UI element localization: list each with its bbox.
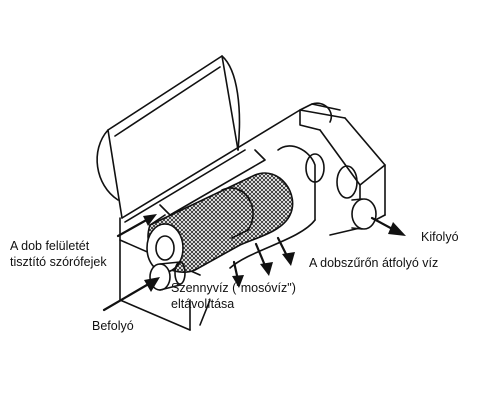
water-flow-arrow-icon xyxy=(254,236,295,276)
drum-filter xyxy=(146,149,294,273)
waste-water-label-line2: eltávolítása xyxy=(171,297,235,311)
spray-nozzles-label-line1: A dob felületét xyxy=(10,239,90,253)
spray-nozzles-label-line2: tisztító szórófejek xyxy=(10,255,107,269)
inlet-label: Befolyó xyxy=(92,319,134,333)
spray-nozzles-label: A dob felületét tisztító szórófejek xyxy=(10,238,107,270)
outlet-arrow-icon xyxy=(370,216,406,236)
open-lid xyxy=(96,55,241,219)
outlet-pipe xyxy=(351,198,377,230)
outlet-label: Kifolyó xyxy=(421,230,459,244)
waste-arrow-icon xyxy=(232,260,244,288)
waste-water-label: Szennyvíz ("mosóvíz") eltávolítása xyxy=(171,280,296,312)
waste-water-label-line1: Szennyvíz ("mosóvíz") xyxy=(171,281,296,295)
filtered-water-label: A dobszűrőn átfolyó víz xyxy=(309,256,439,270)
spray-arrow-icon xyxy=(116,214,157,238)
inlet-arrow-icon xyxy=(102,277,160,312)
